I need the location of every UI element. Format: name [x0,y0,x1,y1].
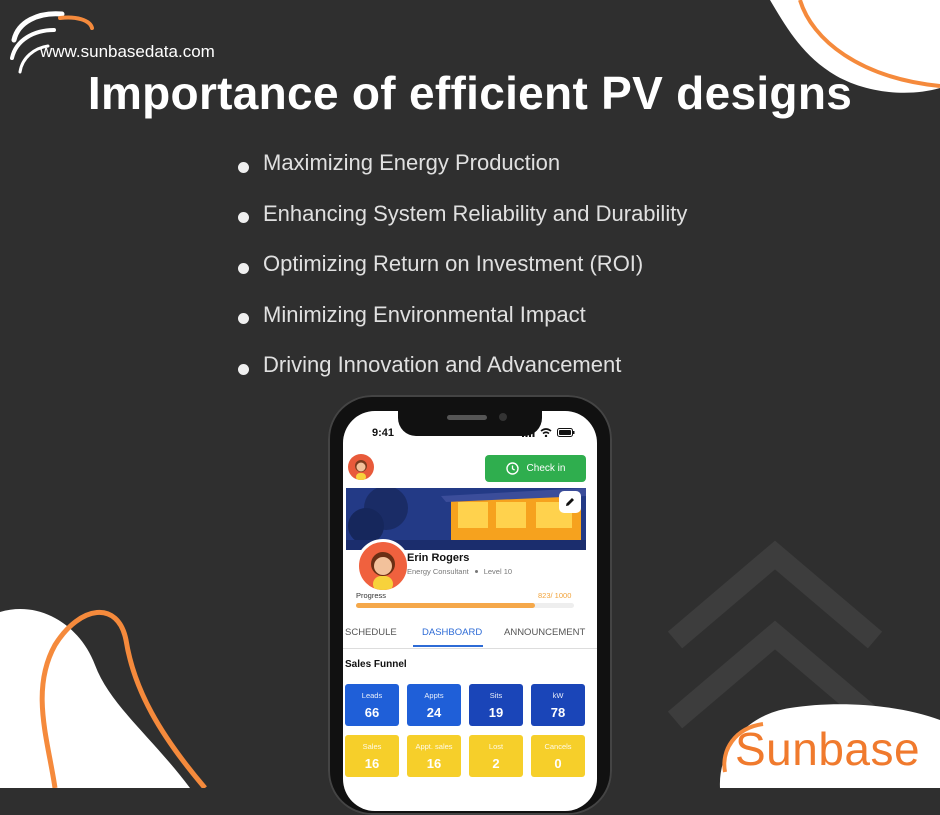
bullet-icon [238,212,249,224]
profile-avatar[interactable] [356,539,410,593]
wifi-icon [540,428,552,437]
tile-value: 2 [492,756,500,771]
progress-label: Progress [356,591,387,600]
bullet-text: Optimizing Return on Investment (ROI) [263,251,644,277]
user-level: Level 10 [483,567,513,576]
bullet-icon [238,161,249,173]
status-time: 9:41 [372,427,395,439]
bullet-text: Minimizing Environmental Impact [263,301,586,327]
tile-value: 19 [488,705,504,720]
clock-icon [505,462,519,475]
avatar[interactable] [348,454,374,480]
funnel-tile-appts[interactable]: Appts 24 [407,684,461,726]
edit-profile-button[interactable] [559,491,581,513]
speaker-icon [447,415,487,420]
tile-label: kW [552,691,564,700]
camera-icon [499,413,507,421]
check-in-button[interactable]: Check in [485,455,586,482]
funnel-tile-leads[interactable]: Leads 66 [345,684,399,726]
separator-dot [474,570,478,573]
tab-dashboard[interactable]: DASHBOARD [422,627,483,638]
tile-value: 24 [426,705,442,720]
tile-label: Appt. sales [415,742,453,751]
tile-label: Cancels [544,742,572,751]
bottom-left-orange-arc [39,610,207,788]
bottom-left-blob [0,608,190,788]
bullet-list: Maximizing Energy Production Enhancing S… [238,138,687,391]
tab-bar: SCHEDULE DASHBOARD ANNOUNCEMENT [343,622,597,649]
chevron-up-icon [667,620,883,729]
sales-funnel-title: Sales Funnel [345,659,407,670]
chevron-up-icon [667,540,883,649]
pencil-icon [566,498,574,506]
tile-value: 78 [550,705,566,720]
tab-announcement[interactable]: ANNOUNCEMENT [504,627,586,638]
top-right-orange-arc [798,0,940,88]
bullet-text: Maximizing Energy Production [263,150,561,176]
funnel-tile-kw[interactable]: kW 78 [531,684,585,726]
list-item: Optimizing Return on Investment (ROI) [238,239,687,290]
check-in-label: Check in [526,463,566,474]
list-item: Driving Innovation and Advancement [238,340,687,391]
tile-label: Leads [361,691,383,700]
status-icons [522,428,575,437]
background-decoration [0,0,940,788]
funnel-tile-lost[interactable]: Lost 2 [469,735,523,777]
bullet-icon [238,313,249,325]
list-item: Maximizing Energy Production [238,138,687,189]
funnel-tile-cancels[interactable]: Cancels 0 [531,735,585,777]
tile-label: Appts [424,691,444,700]
progress-fill [356,603,536,608]
logo-blob [719,704,940,788]
bullet-icon [238,363,249,375]
sun-arc-icon [722,722,764,773]
bullet-icon [238,262,249,274]
active-tab-indicator [413,645,483,647]
battery-icon [557,428,575,437]
user-meta: Energy Consultant Level 10 [407,567,512,576]
user-name: Erin Rogers [407,552,470,564]
sunbase-logo[interactable]: Sunbase [735,723,921,775]
user-role: Energy Consultant [407,567,469,576]
website-url[interactable]: www.sunbasedata.com [40,42,215,61]
bullet-text: Driving Innovation and Advancement [263,352,622,378]
page-title: Importance of efficient PV designs [87,67,853,119]
tile-value: 66 [364,705,380,720]
tile-label: Sales [362,742,382,751]
tile-label: Lost [488,742,504,751]
tile-label: Sits [489,691,503,700]
progress-bar [356,603,574,608]
list-item: Enhancing System Reliability and Durabil… [238,189,687,240]
tile-value: 16 [426,756,442,771]
list-item: Minimizing Environmental Impact [238,290,687,341]
tile-value: 16 [364,756,380,771]
progress-value: 823/ 1000 [538,591,572,600]
swirl-logo-icon [10,11,94,74]
tab-schedule[interactable]: SCHEDULE [345,627,397,638]
bullet-text: Enhancing System Reliability and Durabil… [263,200,688,226]
tile-value: 0 [554,756,562,771]
signal-icon [522,428,535,437]
funnel-tile-appt-sales[interactable]: Appt. sales 16 [407,735,461,777]
funnel-tile-sales[interactable]: Sales 16 [345,735,399,777]
funnel-tile-sits[interactable]: Sits 19 [469,684,523,726]
